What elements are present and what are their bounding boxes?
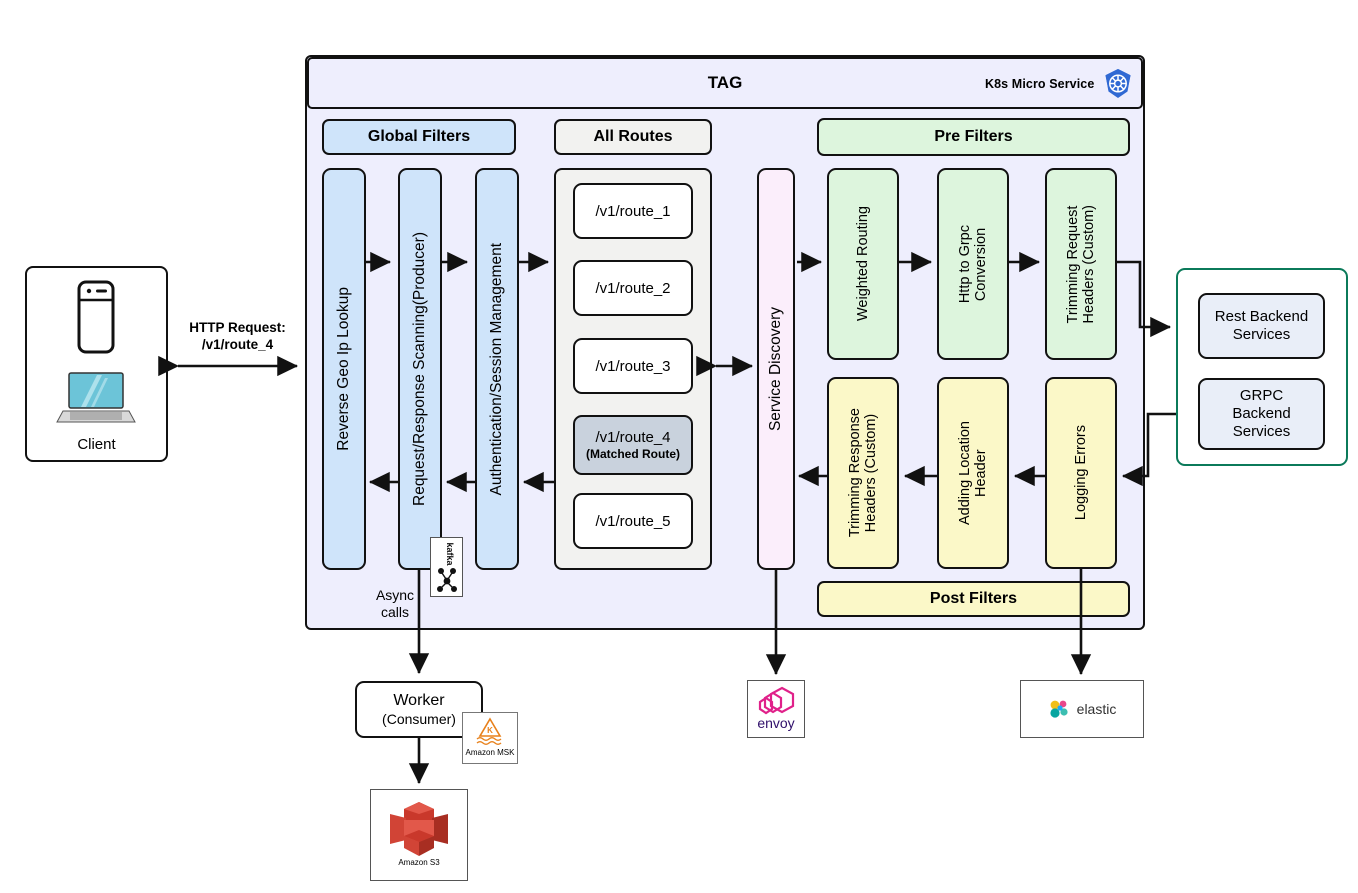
worker-consumer-box[interactable]: Worker (Consumer): [355, 681, 483, 738]
global-filter-label: Request/Response Scanning(Producer): [411, 232, 429, 506]
worker-title: Worker: [393, 692, 445, 710]
pre-filter-weighted-routing[interactable]: Weighted Routing: [827, 168, 899, 360]
k8s-badge: K8s Micro Service: [985, 68, 1135, 100]
global-filter-reverse-geo-ip-lookup[interactable]: Reverse Geo Ip Lookup: [322, 168, 366, 570]
global-filter-request-response-scanning[interactable]: Request/Response Scanning(Producer): [398, 168, 442, 570]
http-request-title: HTTP Request:: [189, 320, 286, 336]
async-calls-label: Async calls: [360, 585, 430, 623]
k8s-badge-label: K8s Micro Service: [985, 77, 1095, 91]
client-label: Client: [77, 435, 116, 453]
all-routes-heading: All Routes: [554, 119, 712, 155]
route-matched-note: (Matched Route): [586, 447, 680, 461]
route-item[interactable]: /v1/route_1: [573, 183, 693, 239]
amazon-s3-label: Amazon S3: [398, 858, 440, 867]
amazon-s3-icon: [371, 790, 467, 858]
page-title: TAG: [707, 73, 743, 92]
http-request-path: /v1/route_4: [201, 337, 274, 352]
tag-header-bar: [307, 57, 1143, 109]
route-item[interactable]: /v1/route_5: [573, 493, 693, 549]
svg-text:kafka: kafka: [445, 542, 455, 566]
http-request-label: HTTP Request: /v1/route_4: [160, 318, 315, 356]
mobile-phone-icon: [76, 280, 116, 354]
global-filter-label: Authentication/Session Management: [488, 242, 506, 496]
global-filter-authentication-session-management[interactable]: Authentication/Session Management: [475, 168, 519, 570]
async-label-line2: calls: [380, 604, 409, 620]
post-filter-label: Logging Errors: [1072, 425, 1089, 521]
route-item-matched[interactable]: /v1/route_4 (Matched Route): [573, 415, 693, 475]
service-discovery-label: Service Discovery: [767, 306, 785, 432]
svg-text:K: K: [487, 726, 493, 735]
route-path: /v1/route_5: [595, 512, 671, 530]
amazon-s3-node: Amazon S3: [370, 789, 468, 881]
elastic-node: elastic: [1020, 680, 1144, 738]
kubernetes-icon: [1102, 68, 1134, 100]
laptop-icon: [56, 370, 136, 426]
pre-filter-label: Weighted Routing: [854, 206, 871, 322]
route-path: /v1/route_4: [595, 429, 671, 446]
route-item[interactable]: /v1/route_3: [573, 338, 693, 394]
envoy-label: envoy: [757, 715, 795, 731]
envoy-icon: [748, 681, 804, 717]
post-filter-logging-errors[interactable]: Logging Errors: [1045, 377, 1117, 569]
amazon-msk-icon: K: [463, 713, 517, 748]
envoy-node: envoy: [747, 680, 805, 738]
async-label-line1: Async: [375, 587, 415, 604]
worker-subtitle: (Consumer): [382, 710, 456, 727]
elastic-icon: [1048, 699, 1070, 719]
post-filters-heading: Post Filters: [817, 581, 1130, 617]
route-item[interactable]: /v1/route_2: [573, 260, 693, 316]
service-discovery-box[interactable]: Service Discovery: [757, 168, 795, 570]
global-filter-label: Reverse Geo Ip Lookup: [335, 287, 353, 451]
kafka-icon: kafka: [430, 537, 463, 597]
route-path: /v1/route_1: [595, 202, 671, 220]
route-path: /v1/route_2: [595, 279, 671, 297]
global-filters-heading: Global Filters: [322, 119, 516, 155]
amazon-msk-label: Amazon MSK: [465, 748, 515, 757]
elastic-label: elastic: [1076, 701, 1117, 717]
amazon-msk-node: K Amazon MSK: [462, 712, 518, 764]
pre-filters-heading: Pre Filters: [817, 118, 1130, 156]
route-path: /v1/route_3: [595, 357, 671, 375]
